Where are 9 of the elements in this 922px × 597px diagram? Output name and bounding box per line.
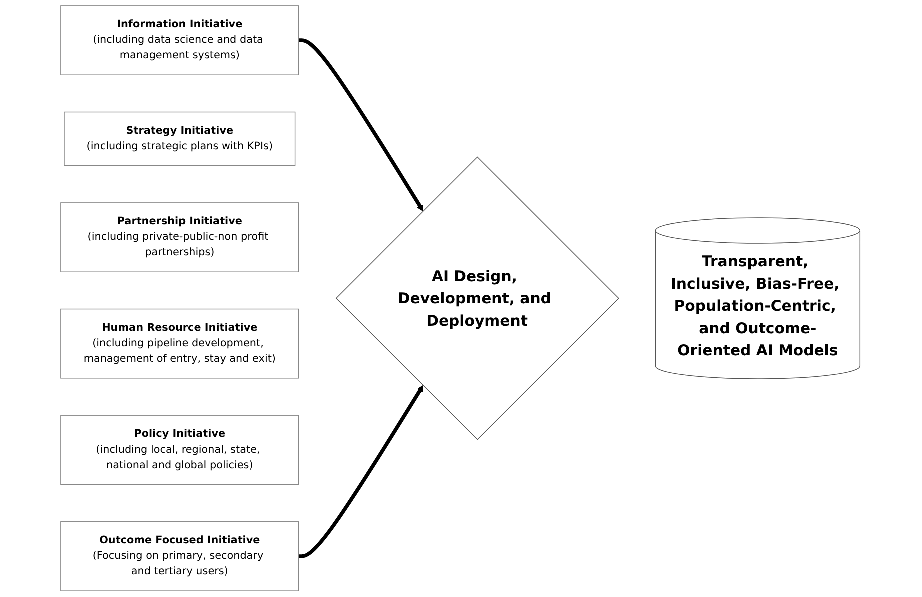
node-box: Partnership Initiative (including private-public-non profit partnerships) [61,202,300,272]
arrow [299,38,424,212]
arrow [299,385,424,558]
node-box: Policy Initiative (including local, regional, state, national and global policies) [61,415,300,486]
node-box: Information Initiative (including data science and data management systems) [61,6,300,76]
node-diamond: AI Design, Development, and Deployment [336,156,620,440]
node-box: Human Resource Initiative (including pipeline development, management of entry, stay and exit) [61,308,300,379]
node-box: Strategy Initiative (including strategic plans with KPIs) [64,112,296,166]
node-box: Outcome Focused Initiative (Focusing on primary, secondary and tertiary users) [61,522,300,592]
